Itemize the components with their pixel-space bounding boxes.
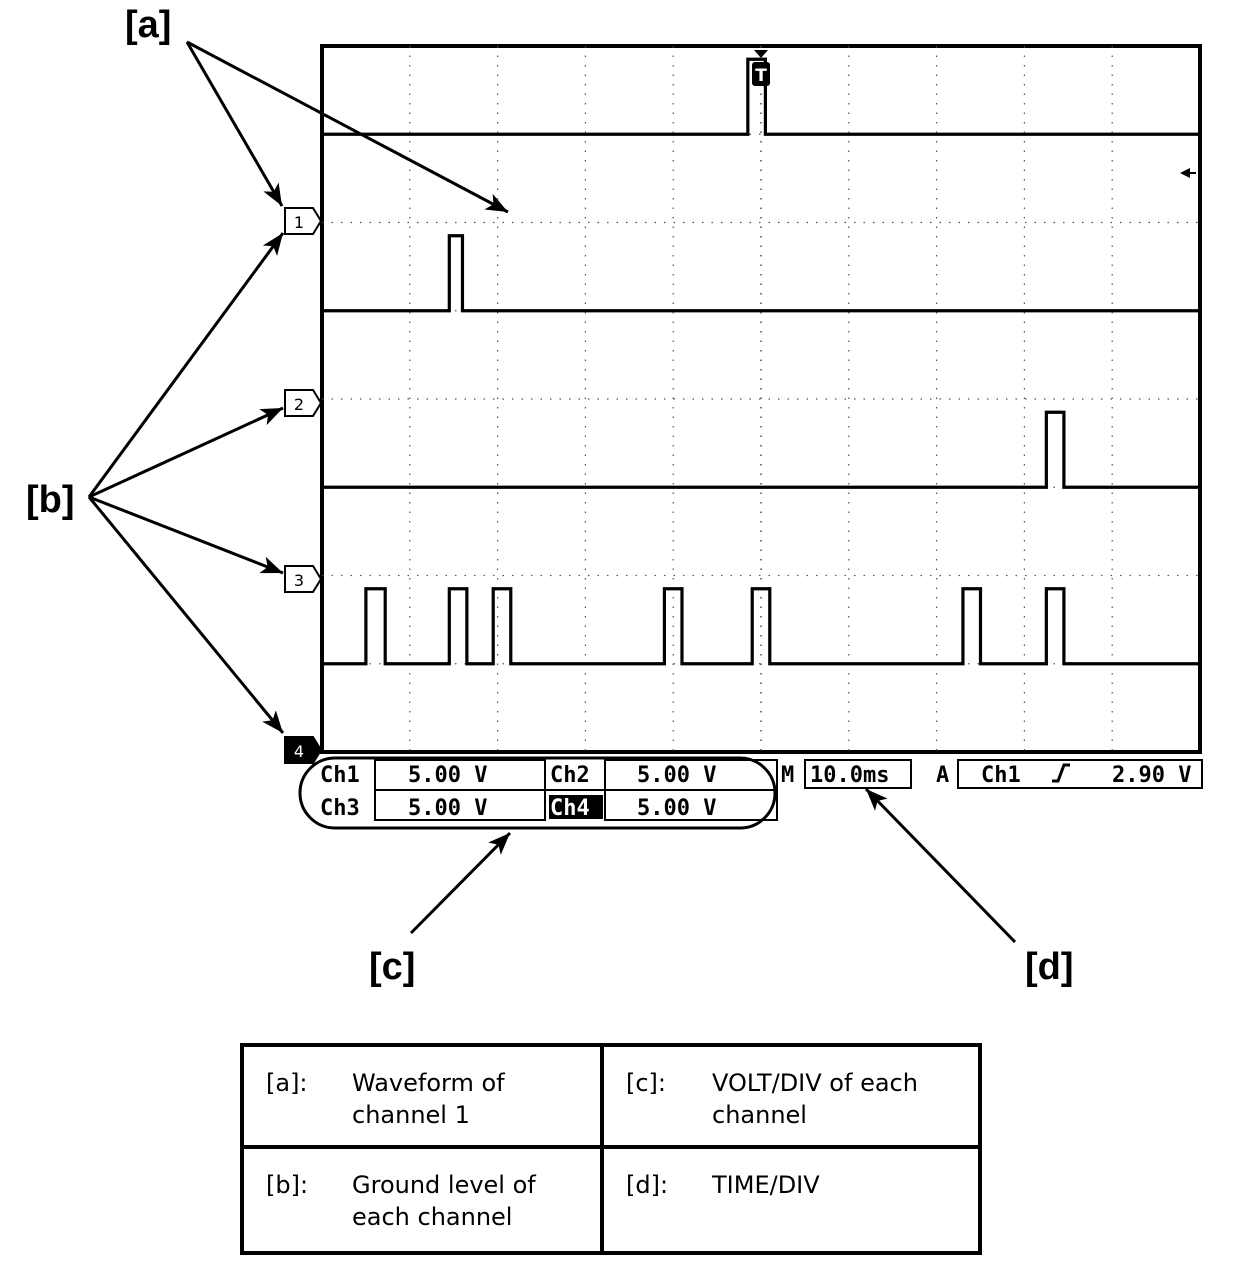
waveform-traces xyxy=(322,57,1200,666)
trigger-level-marker xyxy=(1180,168,1196,178)
channel-1-ground-marker: 1 xyxy=(284,207,323,235)
svg-text:3: 3 xyxy=(294,571,304,590)
timebase-prefix: M xyxy=(781,763,794,788)
svg-text:1: 1 xyxy=(294,213,304,232)
legend-key: [a]: xyxy=(266,1069,308,1097)
callout-b: [b] xyxy=(26,479,75,521)
ch1-volts-div: 5.00 V xyxy=(408,763,487,788)
channel-1-waveform xyxy=(322,57,1200,136)
trigger-readout: A Ch1 2.90 V xyxy=(936,759,1203,789)
ch4-volts-div: 5.00 V xyxy=(637,796,716,821)
ch2-volts-div: 5.00 V xyxy=(637,763,716,788)
ch4-label: Ch4 xyxy=(550,796,590,821)
legend-desc: Ground level of each channel xyxy=(352,1171,536,1231)
legend-cell-b: [b]: Ground level of each channel xyxy=(244,1149,604,1251)
legend-key: [b]: xyxy=(266,1171,309,1199)
time-per-div-readout: M 10.0ms xyxy=(781,759,912,789)
svg-text:4: 4 xyxy=(294,742,304,761)
trigger-source: Ch1 xyxy=(981,763,1021,788)
legend-cell-d: [d]: TIME/DIV xyxy=(604,1149,978,1251)
legend-desc: Waveform of channel 1 xyxy=(352,1069,505,1129)
trigger-level: 2.90 V xyxy=(1112,763,1191,788)
legend-key: [d]: xyxy=(626,1171,669,1199)
legend-cell-c: [c]: VOLT/DIV of each channel xyxy=(604,1047,978,1149)
channel-3-waveform xyxy=(322,410,1200,489)
callout-d: [d] xyxy=(1025,946,1074,988)
callout-c: [c] xyxy=(369,946,415,988)
rising-edge-icon xyxy=(1052,763,1070,783)
ch1-label: Ch1 xyxy=(320,763,360,788)
channel-4-waveform xyxy=(322,587,1200,666)
trigger-prefix: A xyxy=(936,763,949,788)
legend-cell-a: [a]: Waveform of channel 1 xyxy=(244,1047,604,1149)
channel-2-waveform xyxy=(322,234,1200,313)
legend-key: [c]: xyxy=(626,1069,667,1097)
legend-desc: VOLT/DIV of each channel xyxy=(712,1069,918,1129)
scope-grid xyxy=(322,46,1200,752)
legend-table: [a]: Waveform of channel 1 [c]: VOLT/DIV… xyxy=(240,1043,982,1255)
svg-text:2: 2 xyxy=(294,395,304,414)
callout-arrows xyxy=(87,40,1017,944)
legend-desc: TIME/DIV xyxy=(712,1171,820,1199)
svg-text:T: T xyxy=(755,66,767,86)
timebase-value: 10.0ms xyxy=(810,763,889,788)
channel-3-ground-marker: 3 xyxy=(284,565,323,593)
volts-per-div-readout: Ch1 5.00 V Ch2 5.00 V Ch3 5.00 V Ch4 5.0… xyxy=(298,756,778,830)
oscilloscope-diagram: T 1 2 3 4 Ch1 5.00 V Ch2 5.00 V Ch3 5.00… xyxy=(26,4,1203,988)
trigger-position-marker: T xyxy=(752,50,770,86)
ch3-volts-div: 5.00 V xyxy=(408,796,487,821)
channel-4-ground-marker: 4 xyxy=(284,736,323,764)
ch2-label: Ch2 xyxy=(550,763,590,788)
channel-2-ground-marker: 2 xyxy=(284,389,323,417)
ch3-label: Ch3 xyxy=(320,796,360,821)
callout-a: [a] xyxy=(125,4,171,46)
